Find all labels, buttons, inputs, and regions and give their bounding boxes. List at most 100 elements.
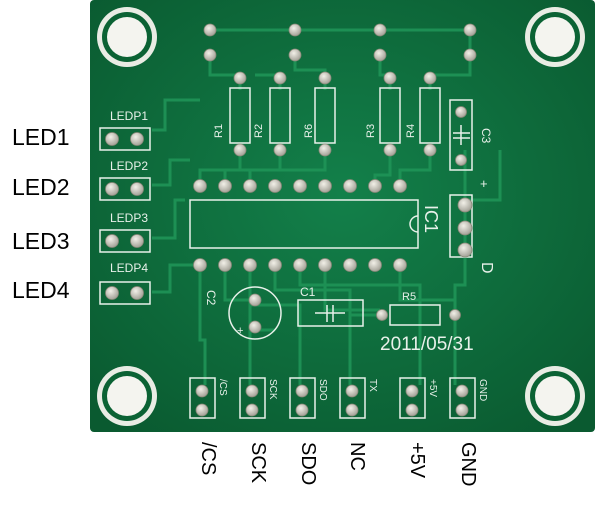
solder-pad [105, 286, 119, 300]
solder-pad [233, 71, 247, 85]
solder-pad [195, 384, 209, 398]
silk-pin-tx: TX [367, 379, 378, 392]
solder-pad [368, 179, 382, 193]
silk-c1: C1 [300, 285, 316, 299]
solder-pad [318, 258, 332, 272]
solder-pad [130, 234, 144, 248]
solder-pad [405, 403, 419, 417]
silk-pin-5v: +5V [427, 379, 438, 397]
solder-pad [293, 179, 307, 193]
solder-pad [343, 179, 357, 193]
external-label-sck: SCK [247, 442, 269, 484]
silk-ic1: IC1 [421, 205, 441, 233]
header-outlines [99, 127, 476, 419]
solder-pad [130, 132, 144, 146]
silk-ledp1: LEDP1 [110, 109, 148, 123]
solder-pad [318, 143, 332, 157]
silk-r5: R5 [402, 291, 416, 303]
silk-r4: R4 [405, 124, 417, 138]
solder-pad [268, 258, 282, 272]
capacitor-c3-outline [449, 99, 473, 171]
solder-pad [373, 23, 387, 37]
solder-pad [248, 293, 262, 307]
solder-pad [368, 258, 382, 272]
solder-pad [105, 182, 119, 196]
solder-pad [105, 132, 119, 146]
external-label-cs: /CS [197, 442, 219, 476]
solder-pads [105, 23, 477, 417]
solder-pad [423, 71, 437, 85]
silk-c2: C2 [204, 290, 218, 306]
solder-pad [295, 403, 309, 417]
solder-pad [343, 258, 357, 272]
silk-ledp2: LEDP2 [110, 159, 148, 173]
solder-pad [248, 320, 262, 334]
solder-pad [393, 258, 407, 272]
silk-r6: R6 [303, 124, 315, 138]
solder-pad [130, 182, 144, 196]
capacitor-c1-outline [297, 299, 364, 327]
external-label-led3: LED3 [12, 228, 70, 254]
solder-pad [405, 384, 419, 398]
solder-pad [243, 179, 257, 193]
capacitor-c2-outline [228, 286, 282, 340]
solder-pad [245, 384, 259, 398]
solder-pad [295, 384, 309, 398]
solder-pad [455, 384, 469, 398]
solder-pad [318, 71, 332, 85]
external-label-gnd: GND [457, 442, 479, 487]
solder-pad [345, 384, 359, 398]
pcb-board: LEDP1 LEDP2 LEDP3 LEDP4 R1 R2 R6 R3 R4 R… [90, 0, 595, 432]
solder-pad [455, 403, 469, 417]
solder-pad [195, 403, 209, 417]
mounting-holes [97, 7, 585, 426]
solder-pad [218, 179, 232, 193]
solder-pad [449, 309, 461, 321]
solder-pad [193, 179, 207, 193]
solder-pad [457, 220, 473, 236]
solder-pad [203, 48, 217, 62]
solder-pad [423, 143, 437, 157]
silk-pin-sdo: SDO [317, 379, 328, 401]
external-label-led1: LED1 [12, 124, 70, 150]
solder-pad [288, 23, 302, 37]
silk-c3-plus: + [480, 176, 488, 191]
solder-pad [383, 71, 397, 85]
solder-pad [130, 286, 144, 300]
silk-ledp4: LEDP4 [110, 261, 148, 275]
external-label-led2: LED2 [12, 174, 70, 200]
solder-pad [455, 154, 467, 166]
external-label-sdo: SDO [297, 442, 319, 486]
solder-pad [203, 23, 217, 37]
external-label-nc: NC [346, 442, 368, 471]
silk-ledp3: LEDP3 [110, 211, 148, 225]
solder-pad [218, 258, 232, 272]
solder-pad [393, 179, 407, 193]
solder-pad [345, 403, 359, 417]
silk-c2-plus: + [237, 325, 243, 337]
ic-outline [189, 199, 419, 249]
silk-pin-cs: /CS [217, 379, 228, 396]
solder-pad [383, 143, 397, 157]
silk-d: D [478, 262, 495, 274]
silk-pin-gnd: GND [477, 379, 488, 401]
pcb-substrate [90, 0, 595, 432]
silk-c3: C3 [479, 128, 493, 144]
silk-r3: R3 [365, 124, 377, 138]
solder-pad [273, 143, 287, 157]
silk-r2: R2 [253, 124, 265, 138]
solder-pad [457, 197, 473, 213]
solder-pad [268, 179, 282, 193]
silk-pin-sck: SCK [267, 379, 278, 400]
solder-pad [245, 403, 259, 417]
external-label-led4: LED4 [12, 277, 70, 303]
solder-pad [376, 309, 388, 321]
solder-pad [463, 23, 477, 37]
external-label-5v: +5V [406, 442, 428, 479]
solder-pad [105, 234, 119, 248]
solder-pad [455, 106, 467, 118]
solder-pad [233, 143, 247, 157]
solder-pad [457, 242, 473, 258]
solder-pad [193, 258, 207, 272]
silk-date: 2011/05/31 [380, 334, 474, 355]
